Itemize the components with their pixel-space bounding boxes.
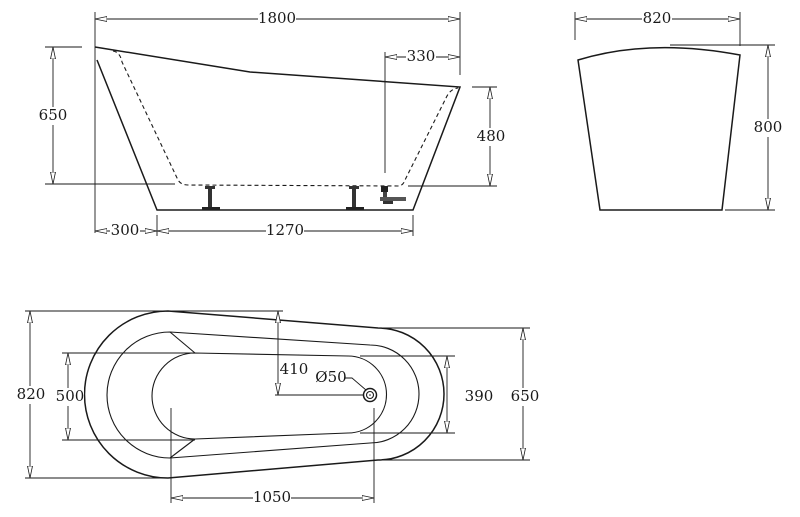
tub-basin <box>151 352 388 440</box>
dim-foot-inner-width: 390 <box>465 387 494 405</box>
dim-foot-outer-width: 650 <box>511 387 540 405</box>
dim-drain-diameter: Ø50 <box>315 368 346 386</box>
adjustable-foot <box>346 186 364 210</box>
tub-inner-dashed <box>112 50 459 187</box>
drain-icon <box>362 387 378 403</box>
dim-drain-position: 410 <box>280 360 309 378</box>
tub-side-outline <box>94 46 462 211</box>
dim-overall-width: 820 <box>17 385 46 403</box>
dim-overall-length: 1800 <box>258 9 296 27</box>
side-view: 1800 650 330 480 300 1270 <box>38 9 505 240</box>
top-view: Ø50 820 500 410 390 650 1050 <box>16 310 540 507</box>
adjustable-foot <box>202 186 220 210</box>
dim-head-inner-width: 500 <box>56 387 85 405</box>
dim-end-width: 820 <box>643 9 672 27</box>
tub-outer-rim <box>83 310 445 479</box>
tub-end-outline <box>577 46 741 211</box>
drain-fitting <box>380 186 406 204</box>
dim-rim-height: 480 <box>477 127 506 145</box>
dim-base-length: 1270 <box>266 221 304 239</box>
dim-end-height: 800 <box>754 118 783 136</box>
dim-base-offset: 300 <box>111 221 140 239</box>
dim-drain-offset: 330 <box>407 47 436 65</box>
tub-inner-rim <box>106 331 420 459</box>
dim-inner-length: 1050 <box>253 488 291 506</box>
end-view: 820 800 <box>574 9 784 211</box>
dim-overall-height: 650 <box>39 106 68 124</box>
